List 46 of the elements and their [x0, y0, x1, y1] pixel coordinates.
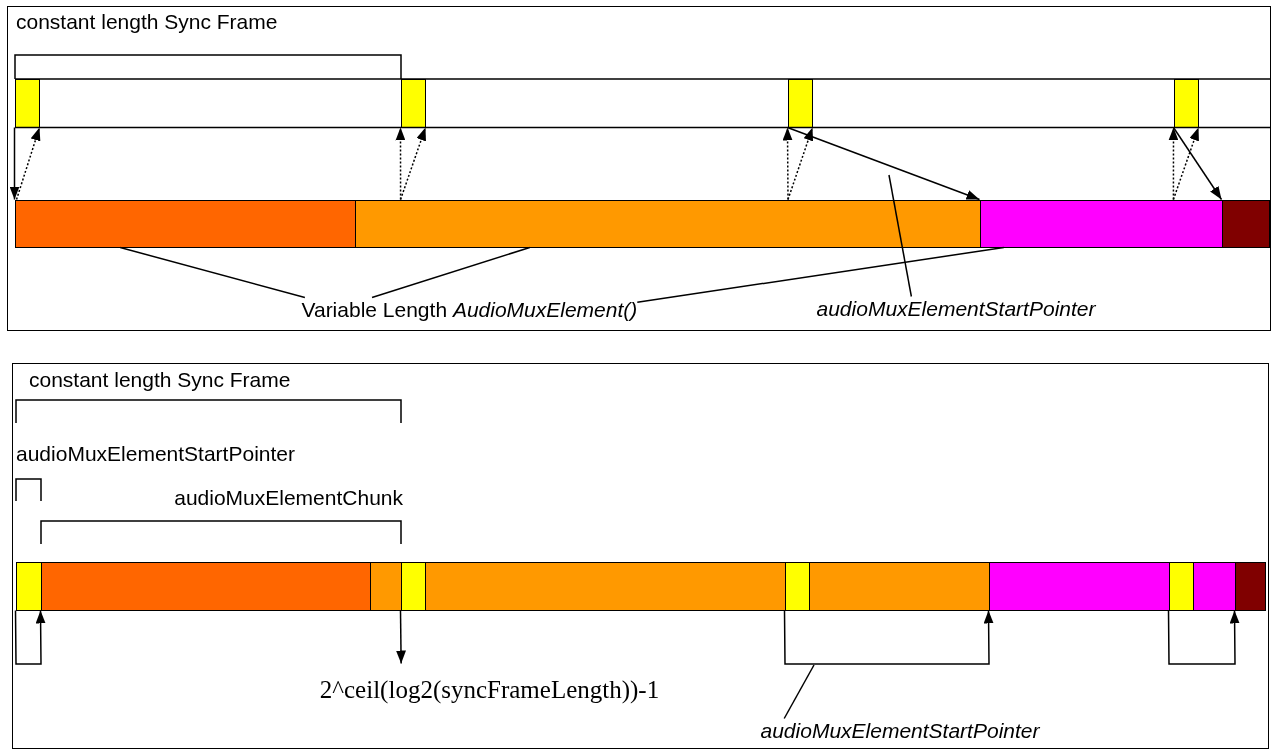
leader-line [783, 664, 815, 720]
data-segment [988, 561, 1170, 611]
data-segment [808, 561, 990, 611]
header-block [784, 561, 810, 611]
data-segment [1192, 561, 1236, 611]
arrow [783, 609, 994, 665]
panel-title: constant length Sync Frame [16, 10, 278, 34]
data-segment [14, 199, 356, 248]
header-block [400, 561, 426, 611]
formula-text: 2^ceil(log2(syncFrameLength))-1 [299, 663, 680, 704]
dimension-label: audioMuxElementStartPointer [16, 442, 295, 466]
panel-title: constant length Sync Frame [29, 368, 291, 392]
arrow [786, 126, 981, 201]
leader-line [119, 246, 306, 299]
dimension-label: audioMuxElementChunk [174, 486, 403, 510]
leader-line [888, 174, 913, 298]
dotted-arrow [15, 126, 41, 201]
annotation-text: audioMuxElementStartPointer [760, 718, 1040, 743]
panel-frame [12, 363, 1269, 749]
data-segment [40, 561, 371, 611]
dotted-arrow [782, 126, 793, 201]
arrow [1172, 126, 1223, 201]
header-block [14, 78, 40, 128]
leader-line [636, 246, 1005, 304]
dotted-arrow [399, 126, 427, 201]
leader-line [371, 246, 531, 299]
arrow [14, 609, 46, 665]
panel-frame [7, 6, 1271, 331]
annotation-text: Variable Length AudioMuxElement() [301, 297, 638, 322]
header-block [1168, 561, 1194, 611]
dotted-arrow [787, 126, 814, 201]
data-segment [354, 199, 981, 248]
dotted-arrow [1172, 126, 1200, 201]
arrow [1167, 609, 1240, 665]
annotation-text: audioMuxElementStartPointer [816, 296, 1096, 321]
header-block [15, 561, 42, 611]
data-segment [1221, 199, 1270, 248]
data-segment [369, 561, 402, 611]
data-segment [1234, 561, 1266, 611]
data-segment [424, 561, 786, 611]
data-segment [979, 199, 1223, 248]
header-block [787, 78, 813, 128]
header-block [400, 78, 426, 128]
arrow [396, 609, 406, 665]
header-block [1173, 78, 1199, 128]
arrow [9, 126, 20, 201]
